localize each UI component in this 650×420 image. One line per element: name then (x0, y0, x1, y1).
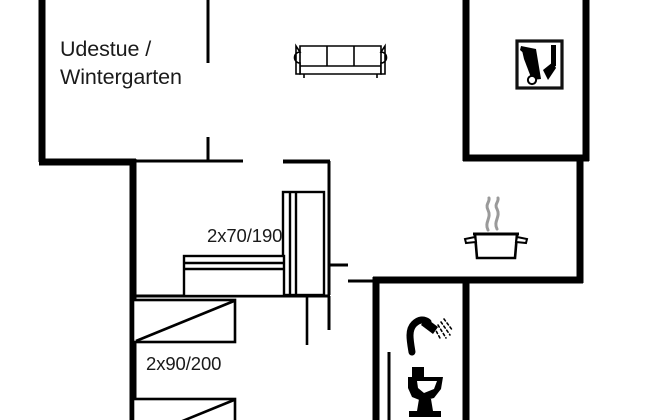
sofa-body (299, 45, 382, 75)
sofa-arm-right (379, 43, 388, 75)
pot-steam-right (494, 196, 500, 231)
bed-lower-b (131, 397, 237, 420)
toilet-bowl-inner (417, 381, 437, 393)
spray-line-4 (443, 318, 454, 332)
toilet-base (409, 411, 441, 417)
pot-handle-left (463, 235, 478, 245)
spray-line-1 (433, 326, 442, 341)
wheelbarrow-wheel (526, 74, 538, 86)
toilet-pedestal (417, 399, 433, 411)
room-label-conservatory: Udestue / Wintergarten (60, 37, 182, 89)
pot-steam-left (485, 196, 491, 232)
bed-lower-b-duvet-fold (181, 398, 235, 420)
bed-group-upper (182, 190, 326, 298)
spade-blade (543, 62, 556, 80)
shower-head-icon (406, 316, 454, 356)
bed-group-lower (131, 296, 309, 420)
shower-arm (406, 316, 432, 356)
bed-lower-a-duvet-fold (135, 299, 235, 343)
toilet-cistern (412, 367, 424, 377)
sofa-arm-left (293, 43, 302, 75)
wheelbarrow-tools-icon (515, 39, 564, 90)
shower-spray (433, 318, 454, 341)
wheelbarrow-handle (520, 46, 530, 56)
pot-handle-right (514, 235, 529, 245)
spray-line-3 (440, 321, 451, 336)
toilet-icon (408, 367, 443, 417)
sofa-icon (293, 43, 388, 78)
spade-shaft (551, 45, 556, 66)
shower-head (421, 318, 438, 334)
room-label-bed-upper: 2x70/190 (207, 225, 283, 246)
room-label-bed-lower: 2x90/200 (146, 353, 222, 374)
cooking-pot-icon (463, 196, 529, 260)
structural-walls (38, 0, 590, 420)
spray-line-2 (437, 324, 447, 339)
pot-body (473, 232, 519, 260)
